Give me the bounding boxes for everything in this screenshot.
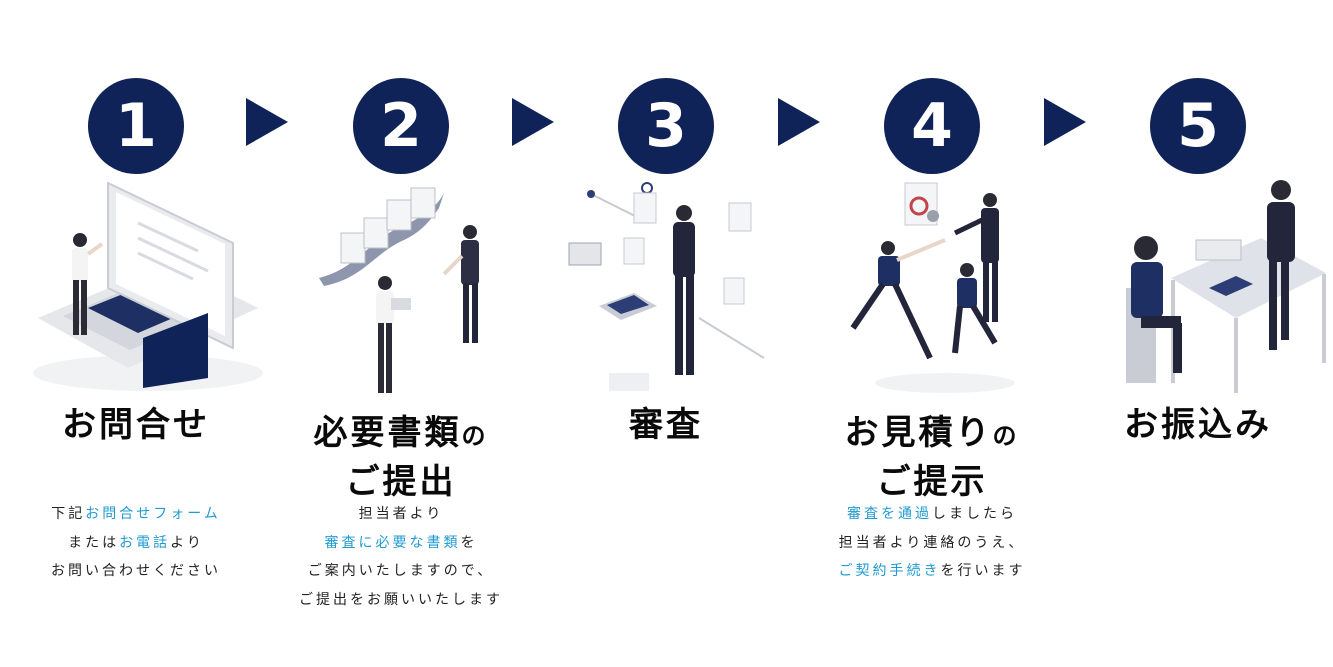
highlighted-text: お問合せフォーム (85, 506, 221, 522)
step-title-particle: の (992, 422, 1020, 450)
step-5: 5 お振込み (1066, 0, 1330, 667)
description-text: ご提出をお願いいたします (299, 591, 503, 608)
step-title-main: お見積り (844, 413, 993, 453)
description-text: を行います (940, 563, 1026, 579)
description-line: ご案内いたしますので、 (269, 557, 533, 586)
description-text: より (170, 534, 204, 551)
description-line: 審査を通過しましたら (800, 500, 1064, 529)
description-text: 下記 (51, 506, 86, 522)
step-title-line2: ご提出 (345, 462, 457, 502)
step-title: お問合せ (62, 405, 210, 445)
description-line: ご契約手続きを行います (800, 557, 1064, 586)
description-text: 担当者より (358, 506, 444, 522)
description-line: お問い合わせください (4, 557, 268, 586)
description-line: ご提出をお願いいたします (269, 586, 533, 615)
step-3: 3 審査 (534, 0, 798, 667)
arrow-right-icon (246, 98, 288, 146)
description-text: または (68, 534, 120, 551)
arrow-right-icon (512, 98, 554, 146)
document-submission-illustration (319, 187, 479, 393)
inquiry-laptop-illustration (33, 181, 263, 391)
arrow-right-icon (1044, 98, 1086, 146)
review-illustration (568, 182, 765, 391)
estimate-celebration-illustration (850, 182, 1015, 393)
step-2: 2 必要書類の ご提出 担当者より審査に必要な書類をご案内いたしますので、ご提出… (269, 0, 533, 667)
description-text: ご案内いたしますので、 (307, 563, 495, 579)
step-number-badge: 3 (618, 78, 714, 174)
step-title: お見積りの ご提示 (800, 410, 1064, 505)
arrow-right-icon (778, 98, 820, 146)
highlighted-text: 審査を通過 (847, 506, 932, 522)
description-line: 審査に必要な書類を (269, 529, 533, 558)
step-description: 審査を通過しましたら担当者より連絡のうえ、ご契約手続きを行います (800, 500, 1064, 586)
step-number-badge: 4 (884, 78, 980, 174)
description-text: を (460, 534, 478, 551)
step-description: 下記お問合せフォームまたはお電話よりお問い合わせください (4, 500, 268, 586)
step-number-badge: 5 (1150, 78, 1246, 174)
step-title: お振込み (1124, 405, 1272, 445)
description-line: 担当者より連絡のうえ、 (800, 529, 1064, 558)
step-number-badge: 1 (88, 78, 184, 174)
description-line: 担当者より (269, 500, 533, 529)
highlighted-text: ご契約手続き (838, 563, 941, 579)
description-line: 下記お問合せフォーム (4, 500, 268, 529)
step-description: 担当者より審査に必要な書類をご案内いたしますので、ご提出をお願いいたします (269, 500, 533, 614)
step-title: 審査 (629, 405, 703, 445)
step-title: 必要書類の ご提出 (269, 410, 533, 505)
step-4: 4 お見積りの ご提示 審査を通過しましたら担当者より連絡のうえ、ご契約手続きを… (800, 0, 1064, 667)
step-title-particle: の (461, 422, 489, 450)
step-1: 1 お問合せ 下記お問合せフォームまたはお電話よりお問い合わせください (4, 0, 268, 667)
highlighted-text: お電話 (119, 534, 171, 551)
description-line: またはお電話より (4, 529, 268, 558)
description-text: しましたら (932, 506, 1017, 522)
step-number-badge: 2 (353, 78, 449, 174)
step-title-main: 必要書類 (313, 413, 462, 453)
highlighted-text: 審査に必要な書類 (324, 534, 461, 551)
description-text: 担当者より連絡のうえ、 (838, 534, 1026, 551)
description-text: お問い合わせください (51, 563, 221, 579)
step-title-line2: ご提示 (876, 462, 988, 502)
payment-meeting-illustration (1126, 180, 1326, 393)
